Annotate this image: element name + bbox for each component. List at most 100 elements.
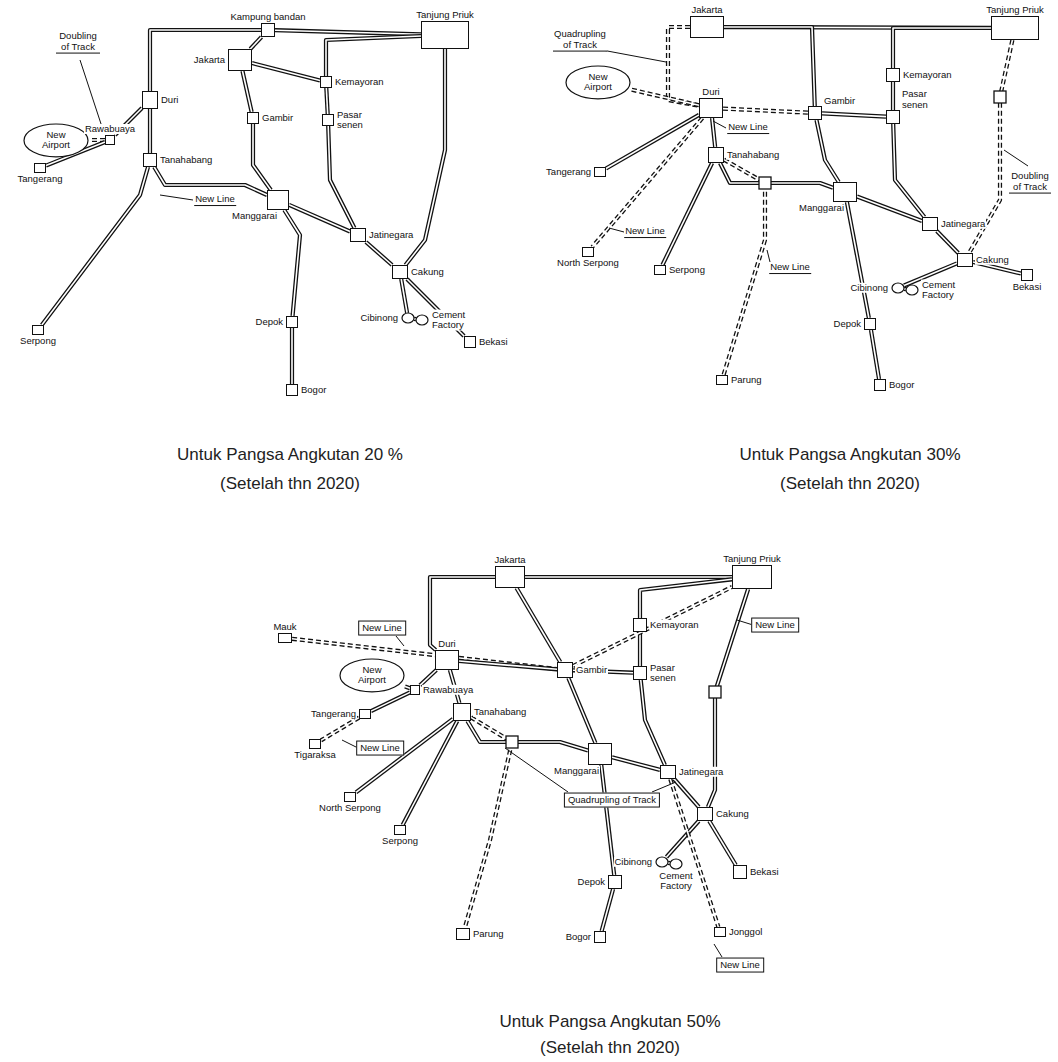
track-note: New Line	[716, 958, 764, 973]
leader-line	[767, 250, 770, 262]
leader-line	[714, 944, 722, 957]
rail-line	[250, 37, 261, 49]
track-note: New Line	[751, 618, 799, 633]
rail-line	[816, 120, 838, 182]
rail-line-group	[250, 37, 261, 49]
track-note: New Line	[624, 226, 666, 238]
rail-line	[709, 821, 736, 865]
rail-line-group	[403, 721, 458, 825]
rail-gap	[602, 889, 613, 931]
rail-line	[724, 160, 765, 375]
station-name: Bogor	[300, 385, 327, 395]
station-box: Jatinegara	[922, 217, 938, 231]
rail-line-group	[893, 124, 924, 217]
rail-line	[592, 118, 702, 247]
rail-gap	[42, 167, 148, 325]
track-note: New Line	[356, 741, 404, 756]
rail-gap	[250, 37, 261, 49]
track-note: New Line	[194, 194, 236, 206]
station-name: Bogor	[565, 932, 592, 942]
station-box: Depok	[864, 318, 876, 330]
rail-line	[403, 721, 458, 825]
leader-line	[1004, 150, 1028, 166]
rail-line-group	[606, 115, 699, 169]
rail-line-group	[568, 678, 595, 743]
station-name: Manggarai	[231, 211, 278, 221]
rail-line-group	[668, 27, 699, 106]
rail-gap	[573, 587, 732, 666]
rail-line	[893, 28, 991, 68]
station-box: Jakarta	[495, 566, 525, 588]
rail-line-group	[662, 163, 712, 265]
rail-gap	[893, 28, 991, 68]
rail-gap	[525, 576, 732, 578]
station-box: Manggarai	[588, 743, 612, 765]
station-name: Kemayoran	[902, 70, 953, 80]
rail-line	[891, 82, 895, 110]
caption-text: (Setelah thn 2020)	[780, 474, 920, 494]
rail-line-group	[465, 717, 512, 928]
rail-line-group	[573, 587, 732, 666]
leader-line	[713, 121, 726, 128]
station-name: Kampung bandan	[229, 12, 306, 22]
station-name: Serpong	[668, 265, 706, 275]
rail-gap	[328, 126, 354, 228]
rail-line-group	[328, 126, 354, 228]
station-name: Jakarta	[193, 55, 226, 65]
caption-text: Untuk Pangsa Angkutan 30%	[739, 445, 960, 465]
junction-box	[759, 177, 771, 189]
rail-gap	[568, 678, 595, 743]
caption-text: Untuk Pangsa Angkutan 20 %	[177, 445, 403, 465]
junction-box	[709, 686, 721, 698]
circle-outline	[906, 285, 918, 295]
rail-line	[668, 27, 699, 106]
station-box: North Serpong	[344, 792, 356, 802]
station-box: Bekasi	[733, 865, 747, 879]
station-name: Cibinong	[614, 857, 654, 867]
station-name: Cakung	[410, 267, 445, 277]
rail-gap	[822, 113, 886, 116]
ellipse-shape	[416, 315, 428, 325]
rail-line-group	[709, 821, 736, 865]
rail-line-group	[371, 692, 410, 711]
station-box: Parung	[456, 928, 470, 940]
station-box: Bogor	[594, 931, 606, 943]
rail-line-group	[640, 632, 641, 666]
station-name: Tanahabang	[473, 707, 527, 717]
station-name: North Serpong	[318, 803, 382, 813]
rail-line	[371, 692, 410, 711]
rail-gap	[937, 231, 958, 253]
rail-line-group	[816, 120, 838, 182]
factory-circle: Cibinong	[656, 857, 668, 867]
rail-line	[154, 167, 267, 195]
station-box: Tangerang	[594, 167, 606, 177]
rail-line-group	[640, 579, 732, 618]
rail-gap	[284, 210, 300, 316]
rail-line-group	[430, 577, 495, 650]
station-name: Bekasi	[1012, 282, 1043, 292]
rail-line-group	[937, 231, 958, 253]
rail-line	[459, 661, 557, 669]
leader-line	[160, 195, 193, 200]
station-box: Serpong	[654, 265, 666, 275]
rail-line-group	[42, 167, 148, 325]
rail-line	[430, 577, 495, 650]
junction-box	[994, 91, 1006, 103]
rail-line	[601, 765, 614, 875]
rail-line	[253, 124, 271, 190]
rail-line-group	[321, 718, 359, 741]
rail-line-group	[631, 90, 699, 106]
rail-line-group	[284, 210, 300, 316]
rail-gap	[366, 242, 392, 265]
rail-line-group	[517, 588, 561, 662]
station-name: Mauk	[272, 622, 297, 632]
ellipse-shape	[340, 659, 404, 692]
rail-gap	[612, 757, 660, 770]
rail-gap	[517, 588, 561, 662]
ellipse-shape	[892, 283, 904, 293]
station-name: Cakung	[975, 255, 1010, 265]
station-box: Duri	[142, 91, 158, 109]
rail-line	[326, 88, 327, 114]
station-name: Kemayoran	[649, 620, 700, 630]
rail-line	[631, 90, 699, 106]
